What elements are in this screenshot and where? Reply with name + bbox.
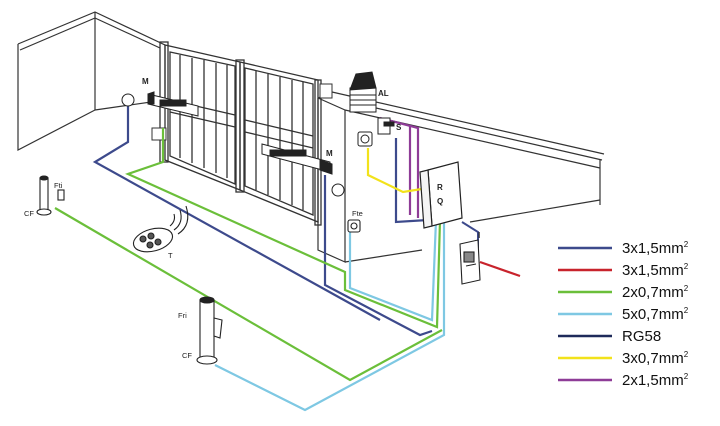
legend-label: 3x1,5mm2 — [622, 240, 689, 257]
legend-label-sup: 2 — [684, 262, 689, 271]
legend-row: 2x0,7mm2 — [558, 284, 689, 301]
motor-left — [121, 91, 199, 117]
key-switch-icon — [377, 117, 395, 135]
legend-label-sup: 2 — [684, 306, 689, 315]
gate-left-leaf — [159, 41, 241, 191]
legend-label: 2x0,7mm2 — [622, 284, 689, 301]
component-labels: M M AL S R Q I Fti Fte Fri CF CF T — [24, 77, 480, 360]
photocell-fte-icon — [347, 219, 361, 233]
label-cf-top: CF — [24, 209, 34, 218]
legend-label-sup: 2 — [684, 284, 689, 293]
legend-label-sup: 2 — [684, 350, 689, 359]
legend-label: 3x0,7mm2 — [622, 350, 689, 367]
cable-purple — [379, 116, 420, 218]
label-motor-right: M — [326, 149, 333, 158]
label-flashing-light: AL — [378, 89, 389, 98]
label-key-switch: S — [396, 123, 402, 132]
legend-row: 3x1,5mm2 — [558, 240, 689, 257]
flashing-light-icon — [349, 71, 377, 113]
legend-row: 5x0,7mm2 — [558, 306, 689, 323]
label-transmitter: T — [168, 251, 173, 260]
remote-transmitter-icon — [132, 205, 189, 253]
label-fti: Fti — [54, 181, 63, 190]
cable-red — [479, 260, 521, 278]
legend-label: 3x1,5mm2 — [622, 262, 689, 279]
label-fri: Fri — [178, 311, 187, 320]
cable-green — [54, 128, 443, 382]
legend-row: RG58 — [558, 328, 661, 345]
legend-label-sup: 2 — [684, 372, 689, 381]
column-front — [196, 296, 223, 365]
legend-row: 2x1,5mm2 — [558, 372, 689, 389]
control-box — [419, 161, 463, 229]
label-isolator: I — [478, 231, 480, 240]
label-cf-bottom: CF — [182, 351, 192, 360]
right-wall — [317, 91, 605, 263]
legend-label-sup: 2 — [684, 240, 689, 249]
cable-yellow — [366, 148, 429, 194]
label-control-q: Q — [437, 197, 443, 206]
label-fte: Fte — [352, 209, 363, 218]
legend-label: 2x1,5mm2 — [622, 372, 689, 389]
isolator-box — [459, 239, 481, 285]
motor-right — [261, 143, 345, 197]
photocell-wall-icon — [357, 131, 373, 147]
cable-light-blue — [214, 219, 446, 412]
cable-dark-blue — [92, 102, 433, 337]
legend-row: 3x0,7mm2 — [558, 350, 689, 367]
legend-row: 3x1,5mm2 — [558, 262, 689, 279]
gate-right-leaf — [235, 59, 322, 226]
label-motor-left: M — [142, 77, 149, 86]
label-control-r: R — [437, 183, 443, 192]
gate-hinges — [151, 83, 333, 141]
legend-label: RG58 — [622, 328, 661, 345]
column-left — [36, 175, 65, 216]
legend-label: 5x0,7mm2 — [622, 306, 689, 323]
